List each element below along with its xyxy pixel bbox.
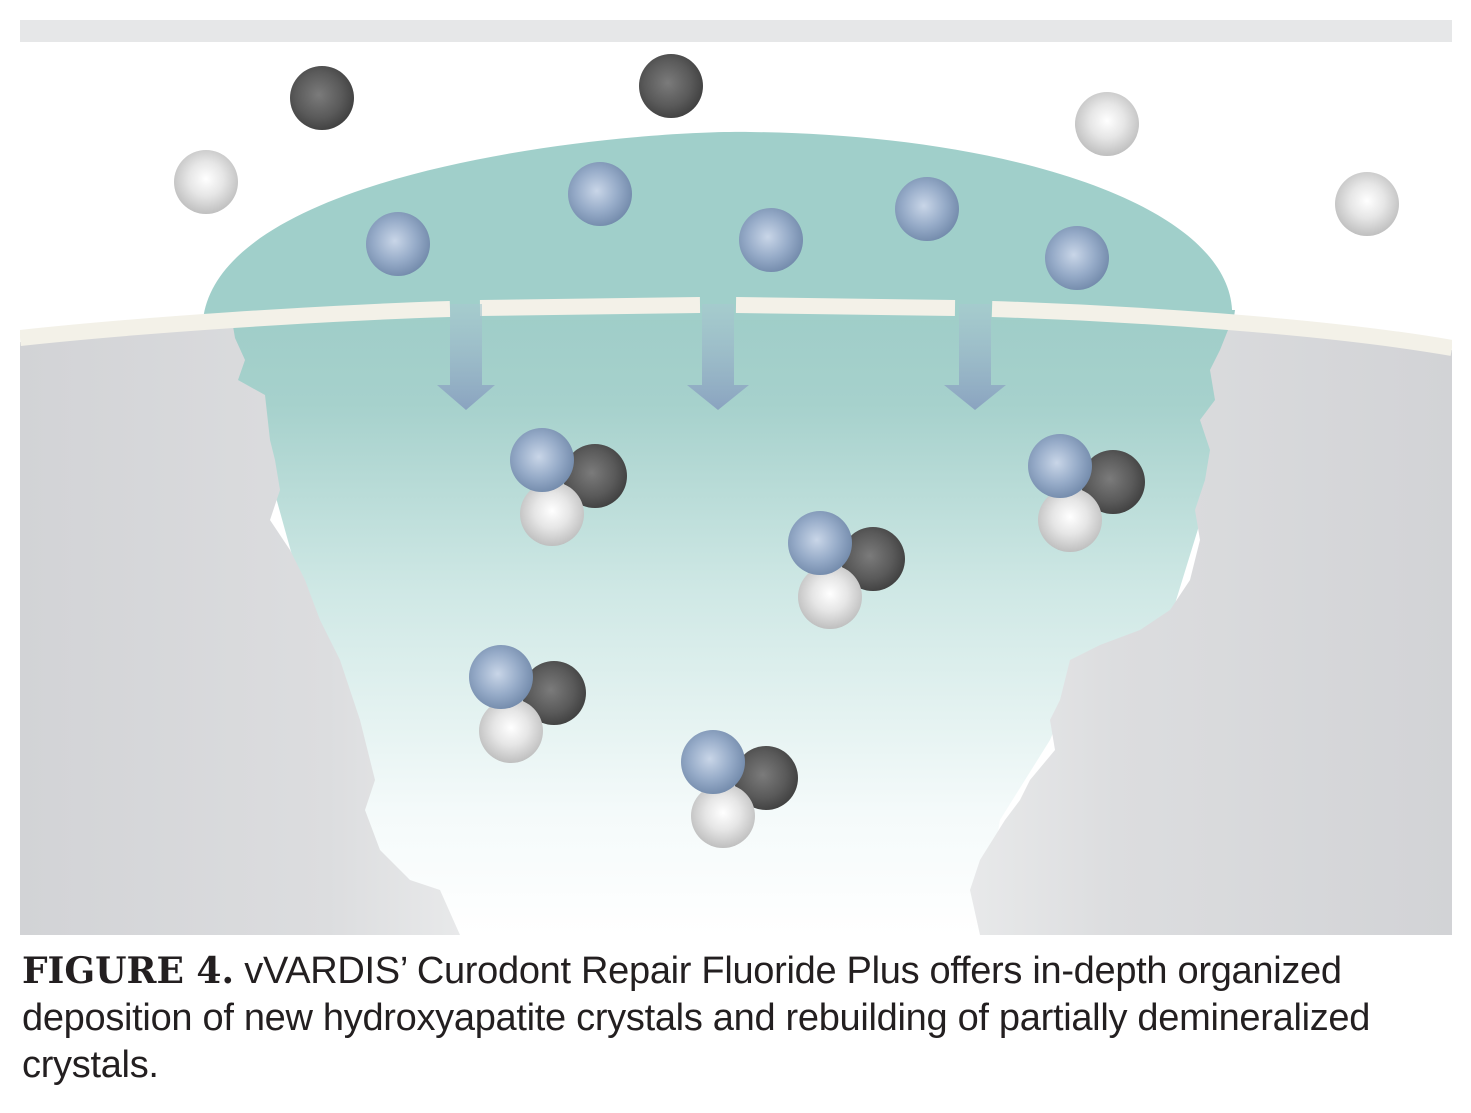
- crystal-cluster: [510, 428, 627, 546]
- lesion-cavity: [220, 310, 1235, 935]
- gel-ion: [366, 212, 430, 276]
- top-band: [20, 20, 1452, 42]
- free-ion-light: [1335, 172, 1399, 236]
- gel-dome: [203, 131, 1233, 320]
- crystal-cluster: [788, 511, 905, 629]
- crystal-cluster: [469, 645, 586, 763]
- free-ions: [174, 54, 1399, 236]
- free-ion-dark: [639, 54, 703, 118]
- gel-ions: [366, 162, 1109, 290]
- free-ion-dark: [290, 66, 354, 130]
- caption-text: vVARDIS’ Curodont Repair Fluoride Plus o…: [22, 950, 1371, 1086]
- free-ion-light: [174, 150, 238, 214]
- gel-ion: [1045, 226, 1109, 290]
- diffusion-arrow-middle: [687, 304, 749, 410]
- enamel-surface-line: [20, 297, 1452, 356]
- figure-label: FIGURE 4.: [22, 950, 235, 992]
- remineralization-diagram: [20, 20, 1452, 935]
- crystal-cluster: [1028, 434, 1145, 552]
- gel-ion: [739, 208, 803, 272]
- diffusion-arrow-right: [944, 304, 1006, 410]
- gel-ion: [568, 162, 632, 226]
- enamel-right: [970, 320, 1452, 935]
- figure-caption: FIGURE 4. vVARDIS’ Curodont Repair Fluor…: [22, 948, 1442, 1089]
- diffusion-arrow-left: [437, 304, 495, 410]
- diffusion-arrows: [437, 304, 1006, 410]
- gel-ion: [895, 177, 959, 241]
- enamel-left: [20, 320, 460, 935]
- free-ion-light: [1075, 92, 1139, 156]
- crystal-cluster: [681, 730, 798, 848]
